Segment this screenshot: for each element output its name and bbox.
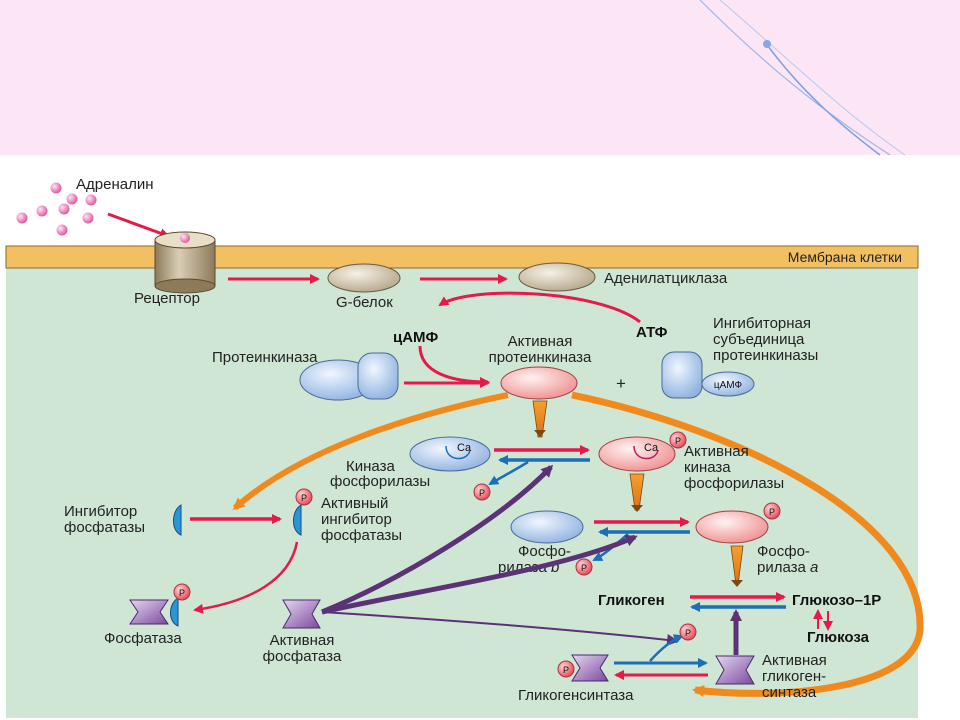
ca-label-1: Ca	[457, 442, 472, 454]
active-gs-label-1: Активная	[762, 652, 827, 669]
adenylate-cyclase-label: Аденилатциклаза	[604, 270, 728, 287]
inhibitory-subunit-label-1: Ингибиторная	[713, 315, 811, 332]
membrane-label: Мембрана клетки	[788, 249, 902, 265]
cytoplasm	[6, 266, 918, 718]
camp-bound-label: цАМФ	[714, 380, 743, 391]
glycogen-synthase	[557, 654, 609, 682]
protein-kinase-label: Протеинкиназа	[212, 349, 318, 366]
active-inhibitor-label-3: фосфатазы	[321, 527, 402, 544]
phosphate-label: P	[769, 507, 775, 517]
g-protein	[327, 263, 401, 293]
phk-phosphate-release-arrow	[488, 460, 529, 486]
phk-label-1: Киназа	[346, 458, 395, 475]
inhibitory-subunit-label-2: субъединица	[713, 331, 805, 348]
active-phosphatase-label-2: фосфатаза	[263, 648, 342, 665]
active-phosphatase-inhibitor	[293, 504, 302, 536]
header-band	[0, 0, 960, 155]
inhibitory-subunit-label-3: протеинкиназы	[713, 347, 818, 364]
phosphorylase-a	[695, 510, 769, 544]
phosphatase-to-glycogen-synthase-arrow	[321, 611, 679, 646]
phosphatase-inhibitor	[173, 504, 182, 536]
phk-to-phosphorylase-arrow	[629, 473, 645, 511]
phosphate-label: P	[581, 563, 587, 573]
active-phosphatase	[282, 599, 321, 629]
phosphate-icon	[173, 583, 191, 601]
phosphorylase-a-letter: a	[810, 559, 818, 576]
receptor	[154, 231, 216, 294]
adrenaline-to-receptor-arrow	[107, 212, 170, 238]
adenylate-cyclase	[518, 262, 596, 292]
active-inhibitor-label-1: Активный	[321, 495, 388, 512]
active-glycogen-synthase	[715, 655, 755, 685]
adrenaline-label: Адреналин	[76, 176, 153, 193]
phosphate-icon	[575, 558, 593, 576]
active-protein-kinase	[500, 366, 578, 400]
atp-label: АТФ	[636, 324, 668, 341]
pk-to-phk-arrow	[532, 400, 548, 438]
cell-membrane	[5, 245, 919, 269]
phosphatase	[129, 597, 179, 627]
active-phk-label-3: фосфорилазы	[684, 475, 784, 492]
active-phosphatase-label-1: Активная	[270, 632, 335, 649]
inhibitor-label-2: фосфатазы	[64, 519, 145, 536]
pk-to-phk-arrowhead	[534, 430, 546, 437]
phosphate-label: P	[179, 588, 185, 598]
inhibitory-subunit	[661, 351, 755, 399]
phosphatase-to-phosphorylase-arrow	[321, 534, 638, 615]
phosphorylase-a-label-1: Фосфо-	[757, 543, 810, 560]
phk-to-phosphorylase-arrowhead	[631, 505, 643, 512]
active-phk-label-1: Активная	[684, 443, 749, 460]
active-phosphorylase-kinase	[598, 436, 676, 472]
glucose-label: Глюкоза	[807, 629, 870, 646]
active-pk-label-2: протеинкиназа	[489, 349, 592, 366]
active-gs-label-2: гликоген-	[762, 668, 826, 685]
phosphorylase-b-letter: b	[551, 559, 559, 576]
glycogen-synthase-label: Гликогенсинтаза	[518, 687, 634, 704]
phosphate-icon	[473, 483, 491, 501]
phosphate-icon	[669, 431, 687, 449]
phosphate-label: P	[563, 665, 569, 675]
plus-sign: +	[616, 374, 626, 393]
gs-phosphate-release-arrow	[649, 634, 684, 662]
atp-to-camp-arrow	[438, 291, 641, 324]
phosphorylase-a-label-2: рилаза a	[757, 559, 818, 576]
phosphate-label: P	[675, 436, 681, 446]
phosphatase-label: Фосфатаза	[104, 630, 182, 647]
inhibitor-label-1: Ингибитор	[64, 503, 137, 520]
phosphorylase-a-to-glycogen-arrowhead	[731, 580, 743, 587]
pk-to-inhibitor-arrow	[232, 392, 509, 511]
ca-label-2: Ca	[644, 442, 659, 454]
active-inhibitor-label-2: ингибитор	[321, 511, 392, 528]
pk-to-glycogen-synthase-arrow	[571, 391, 924, 698]
phosphate-icon	[763, 502, 781, 520]
phosphorylase-b-label-1: Фосфо-	[518, 543, 571, 560]
active-phk-label-2: киназа	[684, 459, 731, 476]
phosphate-label: P	[479, 488, 485, 498]
active-pk-label-1: Активная	[508, 333, 573, 350]
g1p-label: Глюкозо–1Р	[792, 592, 881, 609]
phosphate-label: P	[301, 493, 307, 503]
header-decoration	[699, 0, 906, 156]
receptor-label: Рецептор	[134, 290, 200, 307]
phosphatase-to-phk-arrow	[321, 464, 554, 615]
phosphate-icon	[679, 623, 697, 641]
active-gs-label-3: синтаза	[762, 684, 817, 701]
phosphate-label: P	[685, 628, 691, 638]
phosphate-icon	[295, 488, 313, 506]
adrenaline-molecules	[16, 182, 97, 236]
g-protein-label: G-белок	[336, 294, 393, 311]
camp-label: цАМФ	[393, 329, 439, 346]
protein-kinase	[299, 352, 399, 401]
phosphorylase-kinase	[409, 436, 491, 472]
phosphorylase-a-label-text: рилаза	[757, 559, 810, 576]
inhibitor-to-phosphatase-arrow	[193, 541, 299, 614]
glycogen-label: Гликоген	[598, 592, 665, 609]
phosphorylase-b	[510, 510, 584, 544]
phk-label-2: фосфорилазы	[330, 473, 430, 490]
